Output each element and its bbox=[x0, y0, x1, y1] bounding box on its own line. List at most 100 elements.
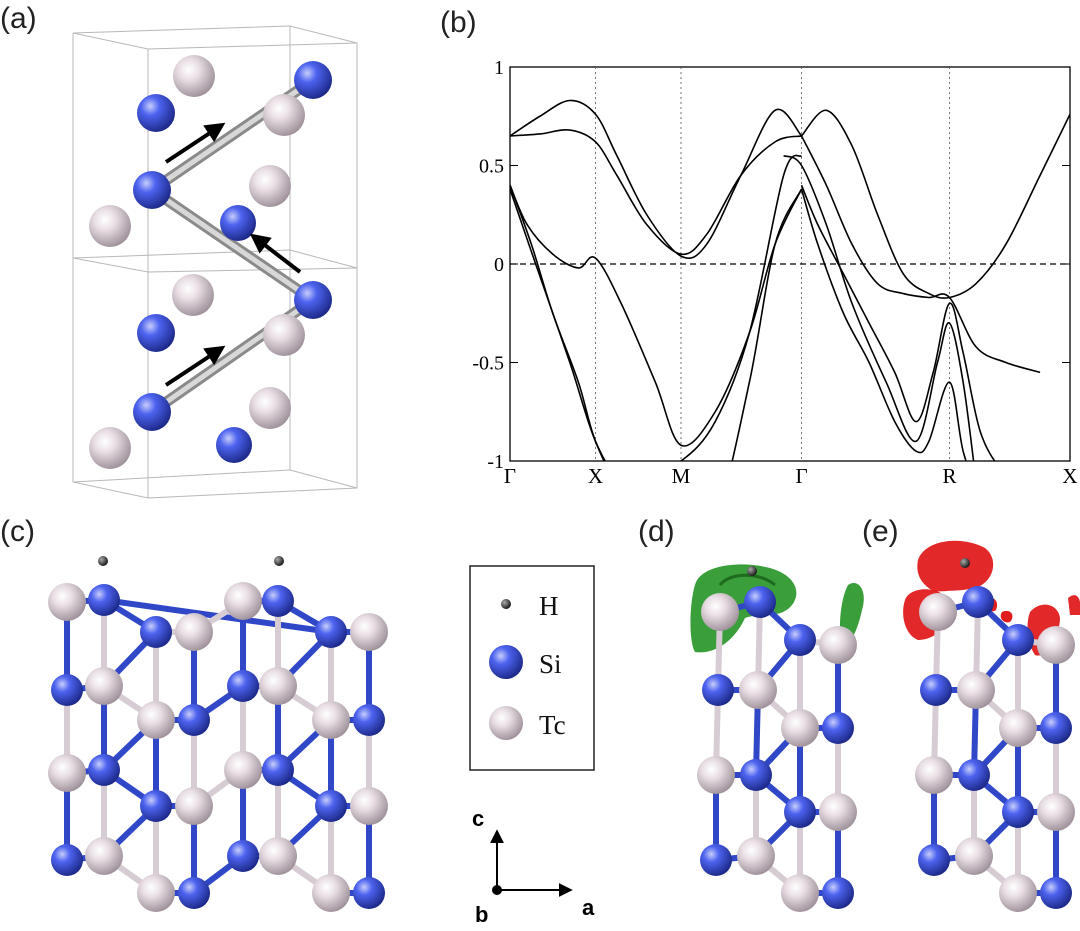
tc-atom bbox=[915, 756, 953, 794]
si-atom bbox=[315, 616, 347, 648]
si-atom bbox=[140, 616, 172, 648]
y-tick-label: -1 bbox=[487, 451, 504, 473]
si-atom bbox=[133, 393, 171, 431]
panel-d-slab bbox=[697, 586, 857, 912]
tc-atom bbox=[819, 793, 857, 831]
tc-atom bbox=[173, 55, 215, 97]
si-atom bbox=[220, 205, 256, 241]
h-atom bbox=[98, 556, 108, 566]
si-atom bbox=[262, 754, 294, 786]
tc-atom bbox=[1037, 626, 1075, 664]
tc-atom bbox=[701, 593, 739, 631]
band-line-3 bbox=[510, 184, 803, 447]
tc-atom bbox=[955, 837, 993, 875]
si-atom bbox=[1040, 877, 1072, 909]
tc-atom bbox=[175, 787, 213, 825]
tc-atom bbox=[999, 874, 1037, 912]
h-atom bbox=[747, 566, 757, 576]
si-atom bbox=[353, 704, 385, 736]
tc-atom bbox=[85, 837, 123, 875]
x-tick-label: Γ bbox=[795, 464, 807, 488]
y-tick-label: 1 bbox=[494, 57, 504, 79]
si-atom bbox=[88, 754, 120, 786]
si-atom bbox=[178, 877, 210, 909]
tc-atom bbox=[819, 626, 857, 664]
band-line-5 bbox=[800, 109, 1070, 299]
tc-atom bbox=[48, 754, 86, 792]
x-tick-label: M bbox=[672, 464, 691, 488]
si-atom bbox=[1002, 796, 1034, 828]
si-atom bbox=[920, 674, 952, 706]
axis-label-c: c bbox=[472, 806, 484, 831]
si-atom bbox=[51, 674, 83, 706]
tc-atom bbox=[781, 874, 819, 912]
panel-a-structure bbox=[72, 25, 358, 499]
si-atom bbox=[51, 844, 83, 876]
si-atom bbox=[294, 281, 332, 319]
si-atom bbox=[227, 670, 259, 702]
band-line-6 bbox=[800, 135, 1041, 374]
si-atom bbox=[88, 584, 120, 616]
displacement-arrow bbox=[164, 122, 226, 164]
axis-label-b: b bbox=[475, 902, 488, 927]
tc-atom bbox=[249, 165, 291, 207]
tc-atom bbox=[697, 756, 735, 794]
b-axis-dot bbox=[492, 885, 502, 895]
tc-atom bbox=[781, 709, 819, 747]
tc-atom bbox=[249, 387, 291, 429]
h-atom bbox=[274, 556, 284, 566]
si-atom bbox=[702, 674, 734, 706]
panel-label-e: (e) bbox=[862, 515, 899, 548]
panel-c-slab bbox=[48, 556, 388, 912]
tc-atom bbox=[957, 671, 995, 709]
band-line-0 bbox=[510, 128, 802, 256]
tc-atom bbox=[89, 427, 131, 469]
band-line-1 bbox=[510, 99, 803, 260]
x-tick-label: X bbox=[1062, 464, 1077, 488]
band-line-9 bbox=[783, 154, 975, 461]
tc-atom bbox=[999, 709, 1037, 747]
si-atom bbox=[262, 585, 294, 617]
panel-label-a: (a) bbox=[0, 2, 37, 35]
y-tick-label: -0.5 bbox=[472, 353, 504, 375]
tc-atom bbox=[1037, 793, 1075, 831]
tc-atom bbox=[89, 205, 131, 247]
tc-atom bbox=[172, 274, 214, 316]
h-atom bbox=[960, 558, 970, 568]
panel-label-d: (d) bbox=[638, 515, 675, 548]
legend-label-tc: Tc bbox=[539, 710, 566, 740]
panel-e-slab bbox=[915, 586, 1075, 912]
si-atom bbox=[700, 844, 732, 876]
si-atom bbox=[822, 712, 854, 744]
x-tick-label: X bbox=[588, 464, 603, 488]
si-atom bbox=[740, 759, 772, 791]
tc-atom bbox=[350, 787, 388, 825]
legend-label-si: Si bbox=[539, 649, 562, 679]
y-tick-label: 0.5 bbox=[479, 156, 504, 178]
si-atom bbox=[137, 94, 175, 132]
tc-atom bbox=[263, 94, 305, 136]
band-line-7 bbox=[800, 184, 996, 461]
si-atom bbox=[227, 840, 259, 872]
tc-atom bbox=[137, 701, 175, 739]
tc-atom bbox=[48, 583, 86, 621]
h-legend-icon bbox=[501, 599, 511, 609]
tc-atom bbox=[919, 593, 957, 631]
tc-atom bbox=[137, 874, 175, 912]
si-atom bbox=[784, 796, 816, 828]
tc-atom bbox=[224, 751, 262, 789]
tc-atom bbox=[175, 613, 213, 651]
si-atom bbox=[294, 61, 332, 99]
axes-key: c a b bbox=[472, 806, 595, 927]
si-atom bbox=[133, 171, 171, 209]
si-atom bbox=[962, 586, 994, 618]
red-isosurface bbox=[1068, 595, 1080, 615]
si-atom bbox=[744, 586, 776, 618]
tc-atom bbox=[312, 874, 350, 912]
si-atom bbox=[140, 790, 172, 822]
si-atom bbox=[315, 790, 347, 822]
y-tick-label: 0 bbox=[494, 254, 504, 276]
